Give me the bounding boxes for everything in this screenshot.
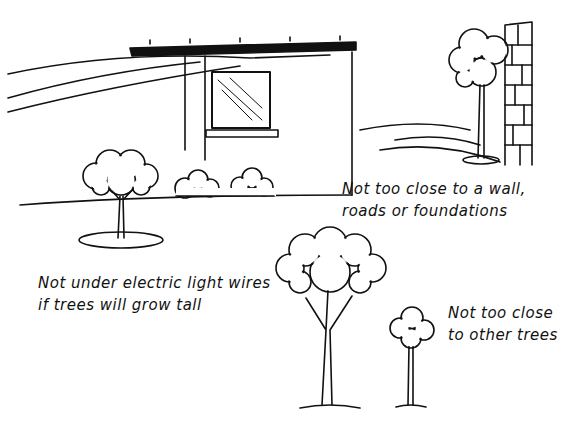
note-label: Not under electric light wires if trees …	[38, 272, 283, 316]
note-label: Not too close to other trees	[448, 302, 566, 346]
note-label: Not too close to a wall, roads or founda…	[342, 178, 564, 222]
